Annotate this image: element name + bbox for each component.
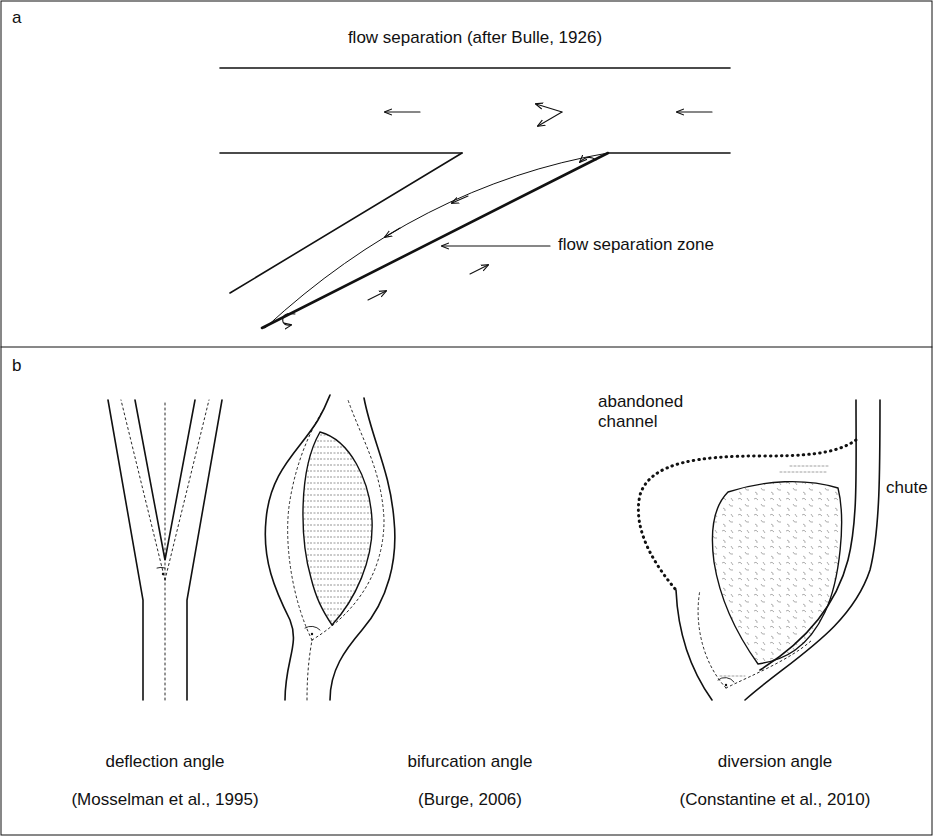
panel-title: flow separation (after Bulle, 1926) [348, 28, 602, 48]
y-channel [108, 400, 222, 700]
chute-banks [676, 400, 880, 700]
panel-letter: a [12, 8, 21, 28]
sediment-fill [720, 466, 830, 676]
centerline [698, 590, 726, 688]
channel-label: chute [886, 478, 928, 498]
flow-arrows [283, 104, 712, 325]
angle-name: diversion angle [718, 752, 832, 772]
angle-name: bifurcation angle [408, 752, 533, 772]
zone-label: flow separation zone [558, 235, 714, 255]
main-channel [220, 68, 730, 153]
angle-mark [718, 677, 734, 682]
abandoned-channel-line [638, 440, 856, 590]
angle-mark [157, 567, 165, 569]
angle-name: deflection angle [105, 752, 224, 772]
reference: (Constantine et al., 2010) [680, 790, 871, 810]
panel-divider [1, 347, 932, 348]
centerline [288, 400, 384, 700]
panel-letter: b [12, 356, 21, 376]
bifurcation-banks [265, 395, 395, 700]
reference: (Burge, 2006) [418, 790, 522, 810]
separation-boundary [265, 153, 608, 328]
mid-channel-bar [303, 432, 372, 625]
side-channel [230, 153, 608, 328]
reference: (Mosselman et al., 1995) [71, 790, 258, 810]
centerline [121, 400, 209, 700]
channel-label: abandoned channel [598, 392, 694, 433]
angle-mark [305, 626, 320, 630]
leader-arrow [442, 245, 550, 246]
centerline [726, 640, 812, 688]
